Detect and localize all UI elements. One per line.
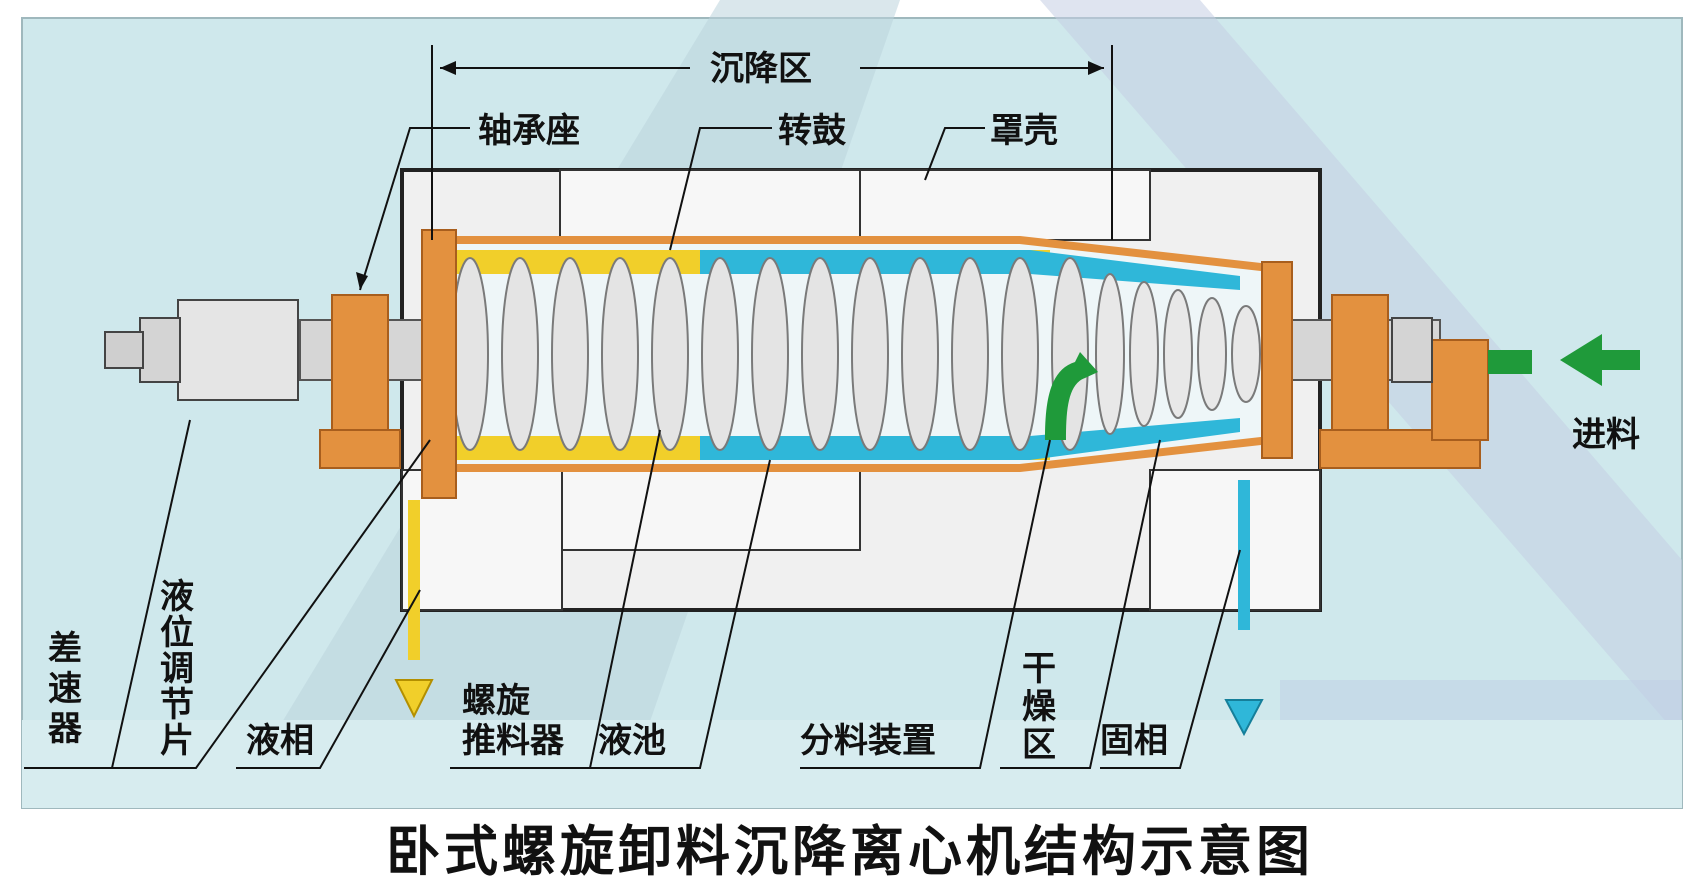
screw-flight [851, 257, 889, 451]
screw-flight [551, 257, 589, 451]
leader-drum [669, 127, 772, 251]
bottom-band [22, 720, 1682, 808]
housing-panel [859, 169, 1151, 241]
screw-flight-cone [1163, 289, 1193, 419]
screw-flight [701, 257, 739, 451]
screw-flight [451, 257, 489, 451]
bearing-seat-left-base [319, 429, 401, 469]
leader-housing [924, 127, 985, 181]
housing-panel [1149, 469, 1321, 611]
solid-cone-bottom [1030, 418, 1240, 460]
label-differential: 差速器 [48, 629, 83, 749]
label-drum: 转鼓 [778, 111, 847, 151]
leader-arrowhead [356, 272, 368, 290]
label-level-plate: 液位调节片 [160, 577, 194, 761]
label-housing: 罩壳 [990, 111, 1058, 151]
drum-flange-right [1261, 261, 1293, 459]
drum-flange-left [421, 229, 457, 499]
screw-flight-cone [1197, 297, 1227, 411]
right-coupling [1391, 317, 1433, 383]
screw-flight [501, 257, 539, 451]
housing-panel [559, 169, 861, 241]
label-settling-zone: 沉降区 [710, 49, 812, 89]
bearing-seat-left [331, 294, 389, 436]
leader-bearing-seat [359, 127, 470, 291]
screw-flight [1001, 257, 1039, 451]
dim-arrowhead-left [440, 61, 456, 75]
differential-nose [104, 331, 144, 369]
label-screw-conveyor: 螺旋推料器 [462, 681, 565, 761]
label-liquid-phase: 液相 [246, 721, 314, 761]
screw-flight [651, 257, 689, 451]
label-feed: 进料 [1572, 415, 1640, 455]
label-drying-zone: 干燥区 [1022, 649, 1057, 765]
bearing-seat-right [1331, 294, 1389, 436]
label-distributor: 分料装置 [800, 721, 936, 761]
screw-flight [951, 257, 989, 451]
solid-outflow [1238, 480, 1250, 630]
housing-panel [559, 469, 861, 551]
bottom-leaders [24, 419, 1241, 769]
differential-cap [139, 317, 181, 383]
solid-cone-top [1030, 250, 1240, 290]
screw-conveyor [451, 257, 1261, 451]
distributor-channel [1045, 352, 1098, 440]
screw-flight-cone [1095, 273, 1125, 435]
label-liquid-pool: 液池 [598, 721, 666, 761]
dim-arrowhead-right [1088, 61, 1104, 75]
liquid-outflow-arrow [394, 679, 434, 719]
feed-housing [1431, 339, 1489, 441]
differential [177, 299, 299, 401]
label-solid-phase: 固相 [1100, 721, 1168, 761]
screw-flight [751, 257, 789, 451]
screw-flight-cone [1129, 281, 1159, 427]
solid-outflow-arrow [1224, 699, 1264, 737]
screw-flight [601, 257, 639, 451]
screw-flight [801, 257, 839, 451]
liquid-outflow [408, 500, 420, 660]
screw-flight [901, 257, 939, 451]
feed-pipe [1488, 350, 1532, 374]
screw-flight-cone [1231, 305, 1261, 403]
feed-arrow [1560, 334, 1640, 386]
diagram-title: 卧式螺旋卸料沉降离心机结构示意图 [386, 820, 1314, 883]
label-bearing-seat: 轴承座 [478, 111, 580, 151]
